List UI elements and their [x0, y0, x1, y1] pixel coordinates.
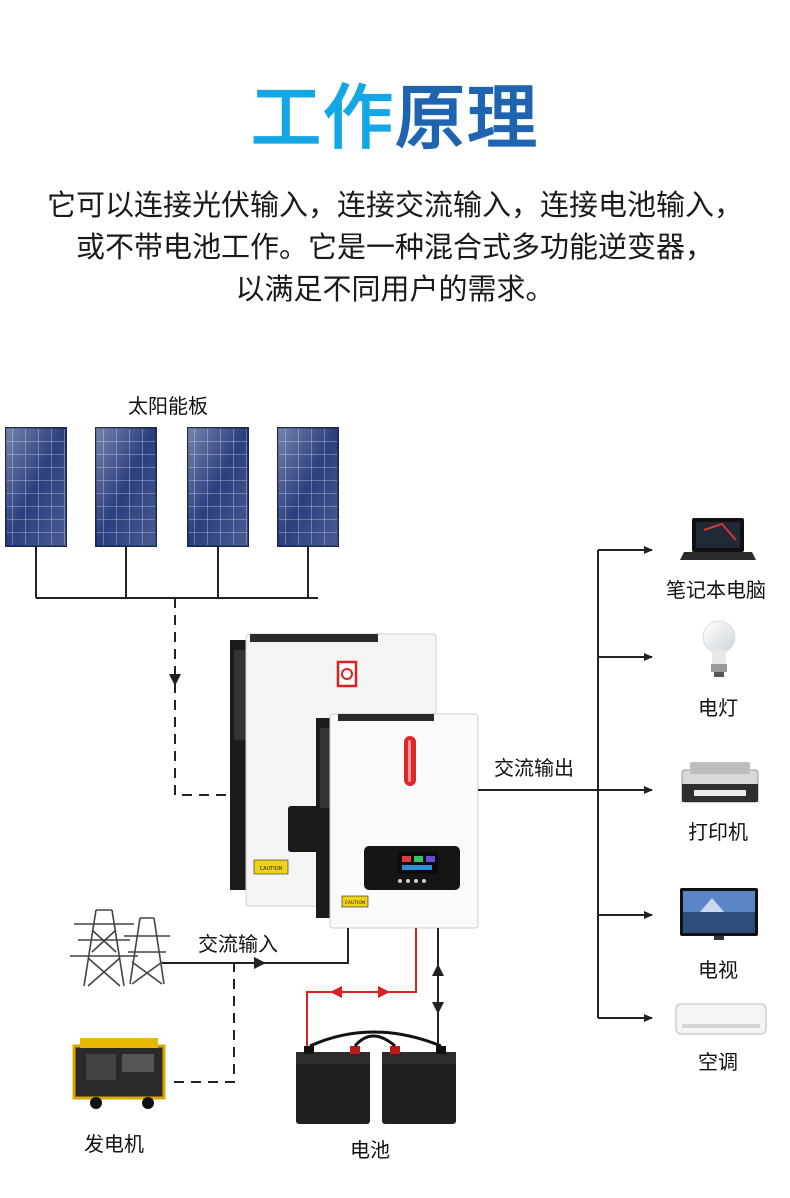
- title-part1: 工作: [251, 77, 395, 159]
- solar-panel-icon: [95, 427, 157, 547]
- battery-label: 电池: [350, 1138, 390, 1162]
- air-conditioner-label: 空调: [698, 1050, 738, 1074]
- arrow-down-icon: [432, 1002, 444, 1014]
- generator-icon: [72, 1038, 166, 1109]
- description-line-2: 或不带电池工作。它是一种混合式多功能逆变器，: [75, 230, 714, 264]
- printer-icon: [681, 762, 759, 803]
- tv-label: 电视: [698, 958, 738, 982]
- ac-output-wiring: [478, 546, 653, 1022]
- light-bulb-icon: [702, 620, 736, 677]
- tv-icon: [680, 888, 758, 940]
- arrow-left-icon: [330, 986, 342, 998]
- power-logo-icon: [336, 660, 358, 688]
- page-title: 工作原理: [0, 78, 790, 158]
- battery-wiring: [306, 928, 439, 1050]
- power-tower-icon: [70, 909, 170, 987]
- battery-icon: [296, 1046, 370, 1124]
- solar-panels: [5, 427, 339, 547]
- warning-label-front: CAUTION: [345, 900, 366, 906]
- warning-label-back: CAUTION: [260, 866, 283, 872]
- inverter-front: CAUTION: [316, 713, 479, 929]
- battery-icon: [382, 1046, 456, 1124]
- solar-panel-icon: [277, 427, 339, 547]
- solar-wiring: [35, 546, 318, 796]
- light-label: 电灯: [698, 696, 738, 720]
- ac-output-label: 交流输出: [494, 756, 574, 780]
- solar-panel-icon: [187, 427, 249, 547]
- laptop-label: 笔记本电脑: [666, 578, 766, 602]
- arrow-down-icon: [169, 674, 181, 686]
- air-conditioner-icon: [675, 1003, 767, 1035]
- arrow-up-icon: [432, 964, 444, 976]
- arrow-right-icon: [378, 986, 390, 998]
- laptop-icon: [680, 518, 756, 560]
- ac-input-label: 交流输入: [198, 932, 278, 956]
- printer-label: 打印机: [688, 820, 748, 844]
- ac-input-wiring: [162, 928, 349, 964]
- generator-wiring: [168, 962, 235, 1083]
- description-line-1: 它可以连接光伏输入，连接交流输入，连接电池输入，: [46, 188, 743, 222]
- solar-panel-icon: [5, 427, 67, 547]
- generator-label: 发电机: [84, 1132, 144, 1156]
- arrow-right-icon: [254, 957, 266, 969]
- description-line-3: 以满足不同用户的需求。: [235, 272, 555, 306]
- title-part2: 原理: [395, 77, 539, 159]
- solar-label: 太阳能板: [128, 394, 208, 418]
